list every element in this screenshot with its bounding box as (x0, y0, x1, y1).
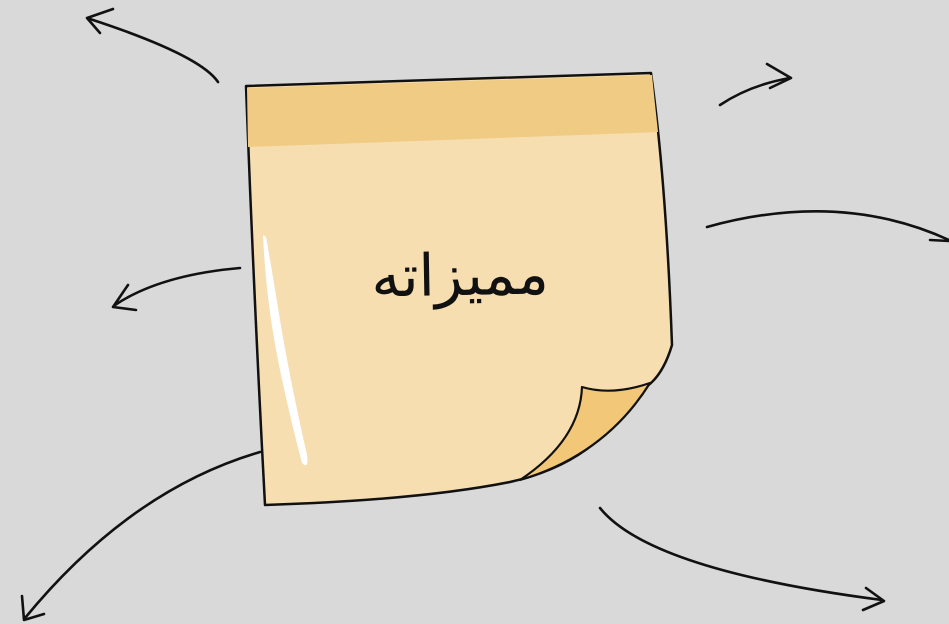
sticky-note-text: مميزاته (339, 223, 581, 327)
